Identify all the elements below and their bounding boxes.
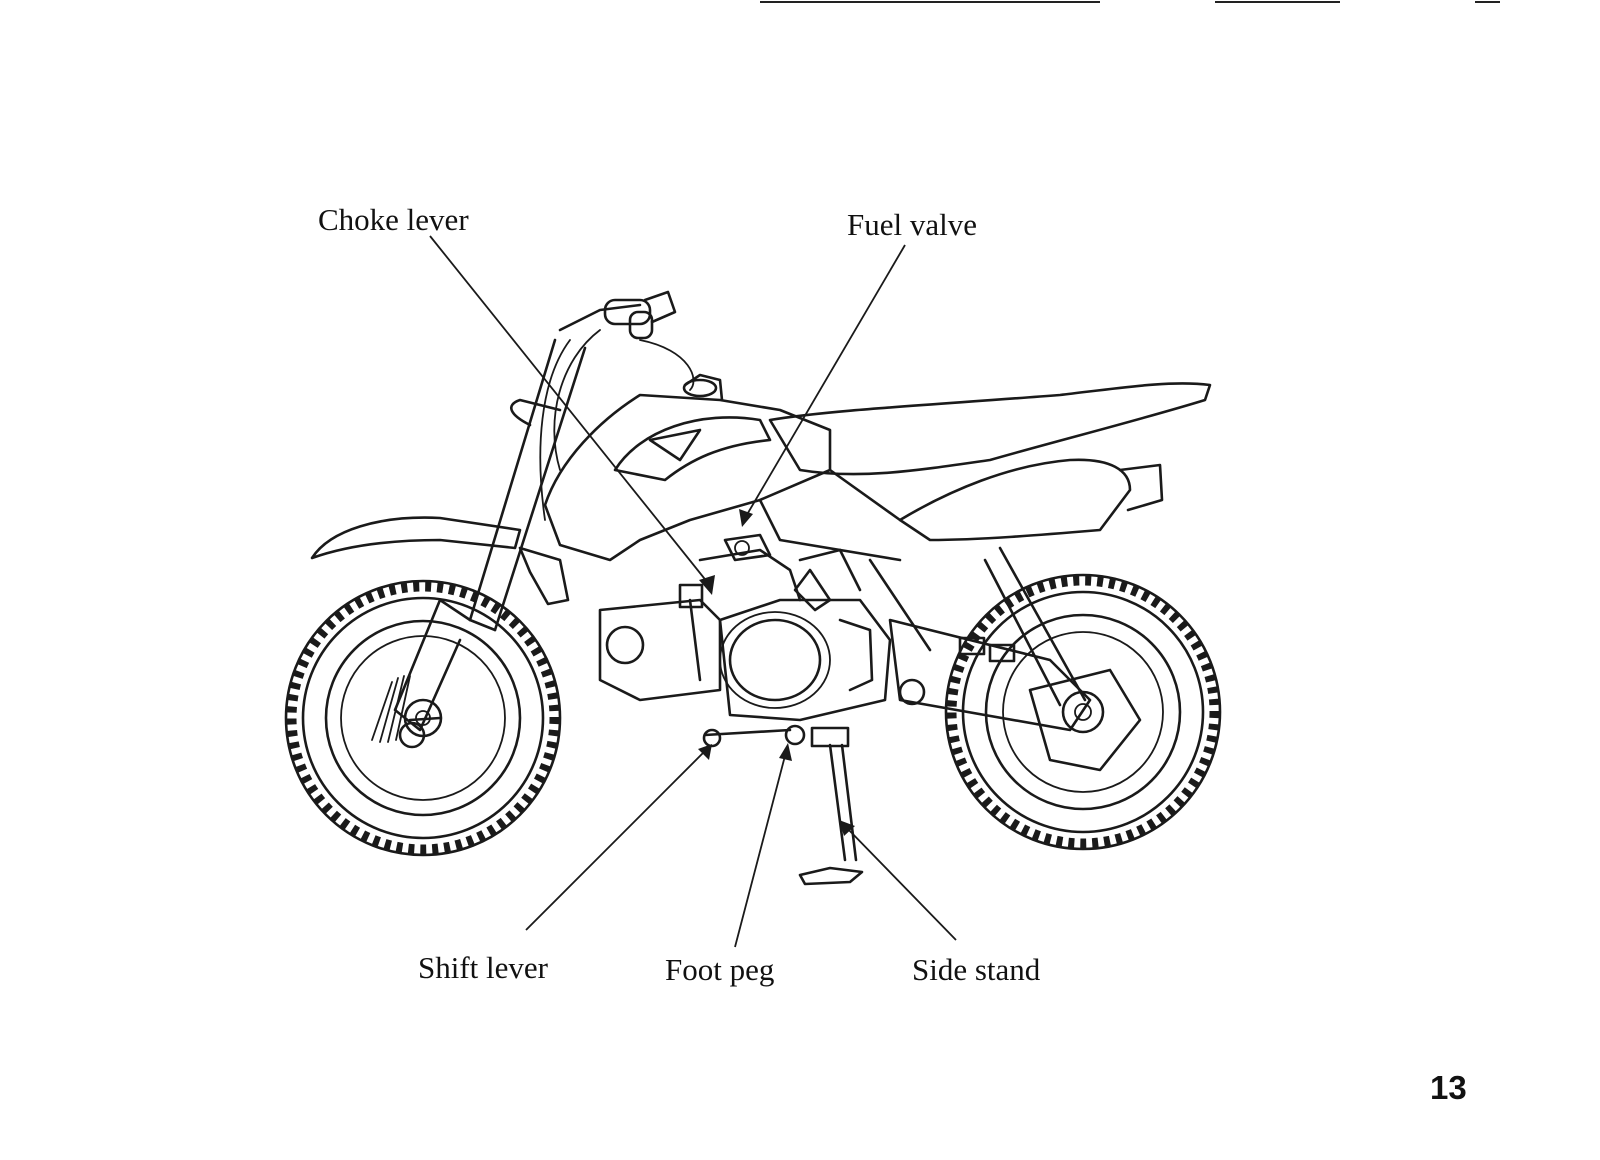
page-number: 13: [1430, 1069, 1467, 1106]
leader-choke-lever: [429, 235, 713, 589]
rear-wheel: [944, 573, 1222, 851]
callout-fuel-valve: Fuel valve: [847, 207, 977, 242]
leader-foot-peg: [734, 751, 787, 948]
callout-shift-lever: Shift lever: [418, 950, 548, 985]
front-fork: [393, 338, 587, 749]
callout-choke-lever: Choke lever: [318, 202, 469, 237]
muffler: [1118, 463, 1164, 512]
seat: [768, 382, 1212, 476]
front-fender: [310, 516, 522, 560]
leader-side-stand: [844, 825, 957, 941]
callout-side-stand: Side stand: [912, 952, 1041, 987]
swing-arm: [888, 618, 1092, 732]
leader-fuel-valve: [744, 244, 906, 519]
leader-lines: [429, 235, 957, 948]
callout-foot-peg: Foot peg: [665, 952, 775, 987]
fuel-valve-fitting: [723, 533, 772, 562]
leader-shift-lever: [525, 749, 707, 931]
lower-parts: [702, 724, 864, 886]
rear-side-panel: [898, 458, 1132, 542]
frame: [758, 468, 1087, 707]
handlebar: [539, 290, 695, 521]
engine: [598, 548, 892, 722]
fuel-tank: [543, 373, 832, 562]
